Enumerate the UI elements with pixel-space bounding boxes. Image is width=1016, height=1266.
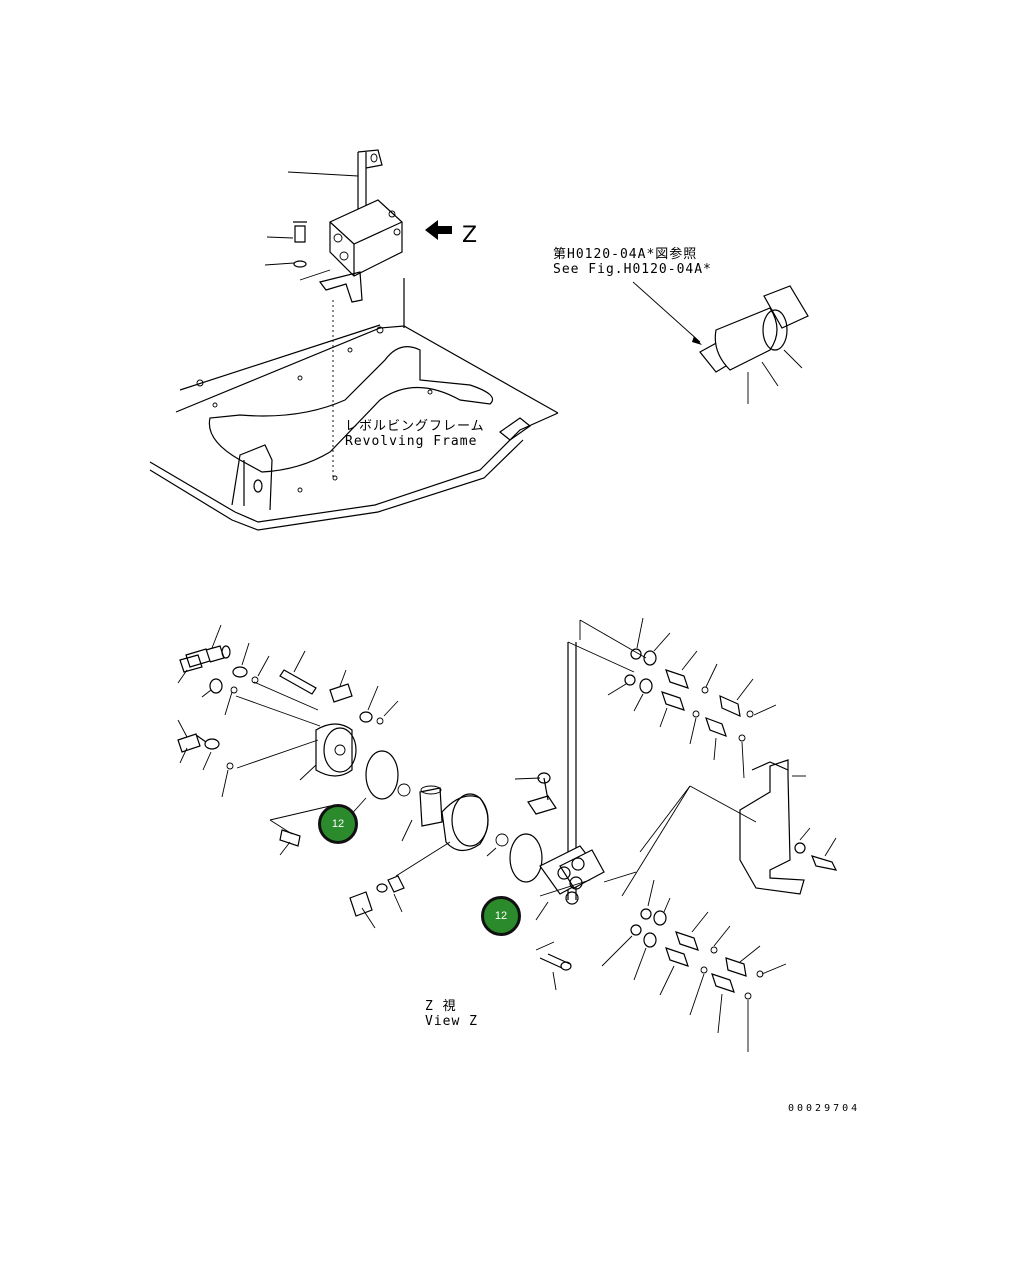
reference-detail-part [632, 281, 809, 404]
view-z-arrow-icon [425, 220, 452, 240]
view-z-left-group [177, 624, 543, 929]
view-z-right-group [514, 617, 838, 1052]
document-number: 00029704 [788, 1103, 861, 1114]
reference-label-jp: 第H0120-04A*図参照 [553, 247, 698, 262]
fitting-3 [177, 733, 207, 753]
upper-bracket-block [264, 149, 403, 303]
frame-label-en: Revolving Frame [345, 434, 478, 449]
fitting-2 [179, 654, 203, 673]
revolving-frame [149, 278, 559, 531]
view-z-letter: Z [462, 223, 478, 248]
reference-label-en: See Fig.H0120-04A* [553, 262, 712, 277]
view-z-label-jp: Z 視 [425, 999, 457, 1014]
view-z-label-en: View Z [425, 1014, 478, 1029]
frame-label-jp: レボルビングフレーム [345, 419, 485, 434]
part-callout-badge[interactable]: 12 [318, 804, 358, 844]
part-callout-badge[interactable]: 12 [481, 896, 521, 936]
fitting-1 [185, 645, 231, 668]
